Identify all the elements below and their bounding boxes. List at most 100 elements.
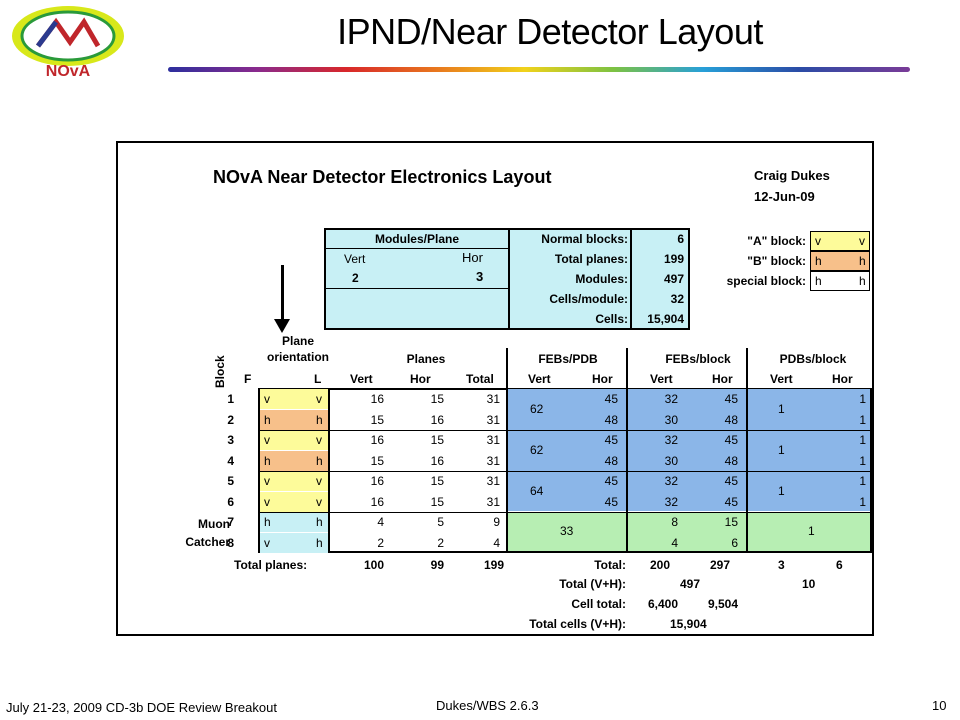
- planes-total: 31: [486, 392, 500, 406]
- slide-title: IPND/Near Detector Layout: [337, 11, 763, 52]
- pdbs-block-vert: 1: [778, 402, 785, 416]
- modules-plane-header: Modules/Plane: [374, 232, 460, 246]
- muon-catcher-area: [506, 512, 872, 552]
- pdbs-block-hor: 1: [859, 412, 866, 427]
- f-header: F: [244, 372, 252, 386]
- planes-vert: 16: [370, 474, 384, 488]
- total-vh-label: Total (V+H):: [559, 577, 626, 591]
- total-cells-label: Total cells (V+H):: [529, 617, 626, 631]
- sheet-author: Craig Dukes: [754, 168, 830, 183]
- planes-header: Planes: [406, 352, 446, 366]
- tp-total: 199: [483, 558, 504, 572]
- t-feb-vert: 200: [650, 558, 671, 572]
- legend-label: "B" block:: [747, 254, 806, 268]
- sheet-title: NOvA Near Detector Electronics Layout: [213, 167, 552, 187]
- orientation-cell: [260, 512, 328, 532]
- summary-label: Total planes:: [554, 252, 628, 266]
- planes-vert: 15: [370, 412, 384, 427]
- tp-hor: 99: [430, 558, 444, 572]
- febs-block-header: FEBs/block: [665, 352, 731, 366]
- planes-vert: 2: [377, 535, 384, 550]
- planes-hor: 15: [430, 392, 444, 406]
- febs-pdb-vert: 64: [530, 484, 544, 498]
- orientation-cell: [260, 409, 328, 430]
- febs-pdb-hor: 45: [604, 392, 618, 406]
- planes-vert: 16: [370, 392, 384, 406]
- orientation-cell: [260, 389, 328, 409]
- summary-value: 15,904: [647, 312, 684, 326]
- modules-plane-box: Modules/Plane Vert Hor 2 3: [324, 228, 510, 330]
- modules-vert-label: Vert: [344, 252, 366, 266]
- summary-label: Cells/module:: [549, 292, 628, 306]
- t-pdb-hor: 6: [836, 558, 843, 572]
- febs-block-vert: 8: [671, 515, 678, 529]
- summary-value: 199: [663, 252, 684, 266]
- orientation-cell: [260, 491, 328, 512]
- t-pdb-vh: 10: [802, 577, 816, 591]
- block-number: 7: [227, 515, 234, 529]
- logo-text: NOvA: [46, 63, 91, 80]
- normal-blocks-area: [506, 389, 872, 511]
- orient-f: v: [264, 535, 270, 550]
- pdbs-block-hor: 1: [859, 392, 866, 406]
- orientation-cell: [260, 430, 328, 450]
- block-header: Block: [213, 355, 227, 388]
- block-number: 4: [227, 453, 234, 468]
- legend-label: "A" block:: [747, 234, 806, 248]
- febs-pdb-header: FEBs/PDB: [538, 352, 598, 366]
- planes-vert: 4: [377, 515, 384, 529]
- sub-header: Hor: [832, 372, 853, 386]
- summary-label: Normal blocks:: [541, 232, 628, 246]
- plane-orientation-header: Plane orientation: [267, 334, 329, 364]
- t-feb-hor: 297: [710, 558, 731, 572]
- febs-block-vert: 30: [664, 453, 678, 468]
- orient-l: h: [316, 453, 323, 468]
- l-header: L: [314, 372, 322, 386]
- febs-pdb-hor: 45: [604, 474, 618, 488]
- sub-header: Vert: [770, 372, 793, 386]
- block-number: 5: [227, 474, 234, 488]
- legend-f: v: [815, 234, 821, 248]
- ct-vert: 6,400: [648, 597, 679, 611]
- planes-vert: 16: [370, 433, 384, 447]
- planes-hor: 15: [430, 474, 444, 488]
- sub-header: Vert: [528, 372, 551, 386]
- legend-f: h: [815, 254, 822, 268]
- modules-hor-value: 3: [476, 269, 484, 284]
- febs-block-hor: 45: [724, 494, 738, 509]
- legend-f: h: [815, 274, 822, 288]
- planes-vert: 15: [370, 453, 384, 468]
- orientation-cell: [260, 450, 328, 471]
- pdbs-block-header: PDBs/block: [779, 352, 847, 366]
- febs-block-hor: 6: [731, 535, 738, 550]
- pdbs-block-vert: 1: [778, 443, 785, 457]
- febs-block-hor: 45: [724, 474, 738, 488]
- orientation-cell: [260, 532, 328, 553]
- tp-vert: 100: [363, 558, 384, 572]
- summary-label: Cells:: [595, 312, 628, 326]
- tc-value: 15,904: [670, 617, 707, 631]
- planes-total: 31: [486, 494, 500, 509]
- muon-pdbs-block: 1: [808, 524, 815, 538]
- block-number: 2: [227, 412, 234, 427]
- sub-header: Vert: [350, 372, 373, 386]
- febs-block-vert: 32: [664, 392, 678, 406]
- febs-pdb-vert: 62: [530, 402, 544, 416]
- footer-wbs: Dukes/WBS 2.6.3: [436, 698, 539, 713]
- sheet-date: 12-Jun-09: [754, 189, 815, 204]
- febs-pdb-hor: 45: [604, 433, 618, 447]
- febs-pdb-hor: 48: [604, 453, 618, 468]
- sub-header: Hor: [410, 372, 431, 386]
- orient-f: v: [264, 433, 270, 447]
- febs-block-vert: 30: [664, 412, 678, 427]
- legend-l: v: [859, 234, 865, 248]
- modules-hor-label: Hor: [462, 250, 483, 265]
- orient-f: v: [264, 494, 270, 509]
- block-number: 6: [227, 494, 234, 509]
- pdbs-block-hor: 1: [859, 453, 866, 468]
- page-number: 10: [932, 698, 947, 713]
- planes-hor: 15: [430, 433, 444, 447]
- t-pdb-vert: 3: [778, 558, 785, 572]
